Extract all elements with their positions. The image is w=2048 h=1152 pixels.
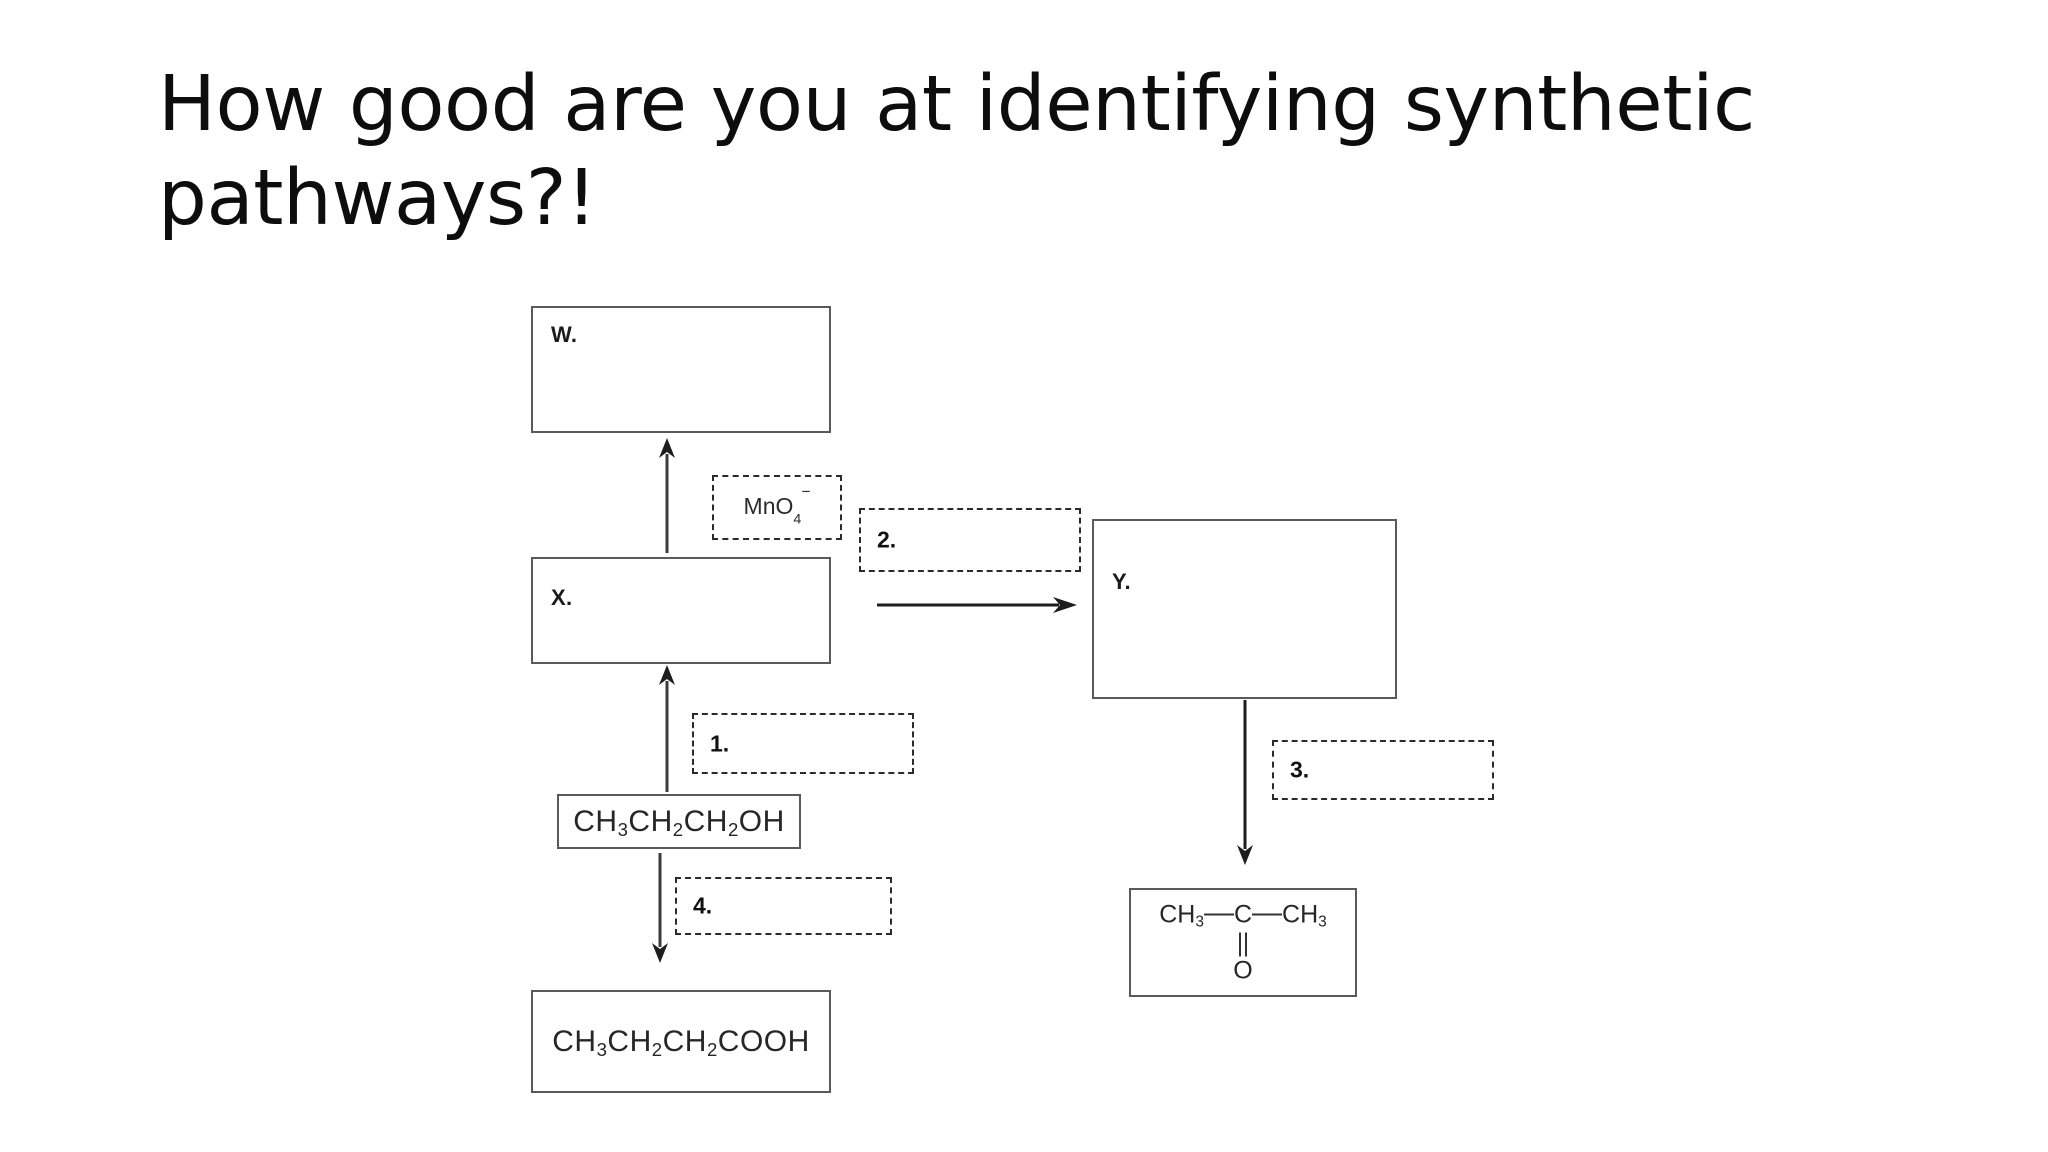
arrow-propanol-to-x-icon: [655, 665, 679, 792]
box-propanol[interactable]: CH3CH2CH2OH: [557, 794, 801, 849]
arrow-y-to-propanone-icon: [1233, 700, 1257, 865]
box-w-label: W.: [551, 322, 578, 347]
bond-left: [1203, 913, 1234, 916]
answer-blank-2-label: 2.: [877, 526, 897, 553]
bond-right: [1252, 913, 1283, 916]
answer-blank-4[interactable]: 4.: [675, 877, 892, 935]
arrow-x-to-y-icon: [877, 594, 1077, 616]
answer-blank-3[interactable]: 3.: [1272, 740, 1494, 800]
arrow-x-to-w-icon: [655, 438, 679, 553]
answer-blank-3-label: 3.: [1290, 756, 1310, 783]
propanol-formula: CH3CH2CH2OH: [573, 804, 785, 841]
carbonyl-double-bond: [1239, 932, 1247, 956]
answer-blank-1[interactable]: 1.: [692, 713, 914, 774]
answer-blank-2[interactable]: 2.: [859, 508, 1081, 572]
carbonyl-oxygen: O: [1233, 956, 1253, 984]
box-x[interactable]: X.: [531, 557, 831, 664]
arrow-propanol-to-acid-icon: [648, 853, 672, 963]
mno4-text: MnO4−: [743, 483, 811, 528]
answer-blank-1-label: 1.: [710, 730, 730, 756]
box-y-label: Y.: [1112, 569, 1131, 594]
box-x-label: X.: [551, 585, 573, 610]
butanoic-acid-formula: CH3CH2CH2COOH: [552, 1024, 810, 1061]
box-butanoic-acid[interactable]: CH3CH2CH2COOH: [531, 990, 831, 1093]
box-y[interactable]: Y.: [1092, 519, 1397, 699]
answer-blank-4-label: 4.: [693, 892, 713, 919]
box-w[interactable]: W.: [531, 306, 831, 433]
reagent-label-mno4[interactable]: MnO4−: [712, 475, 842, 540]
page-title: How good are you at identifying syntheti…: [158, 60, 1755, 243]
